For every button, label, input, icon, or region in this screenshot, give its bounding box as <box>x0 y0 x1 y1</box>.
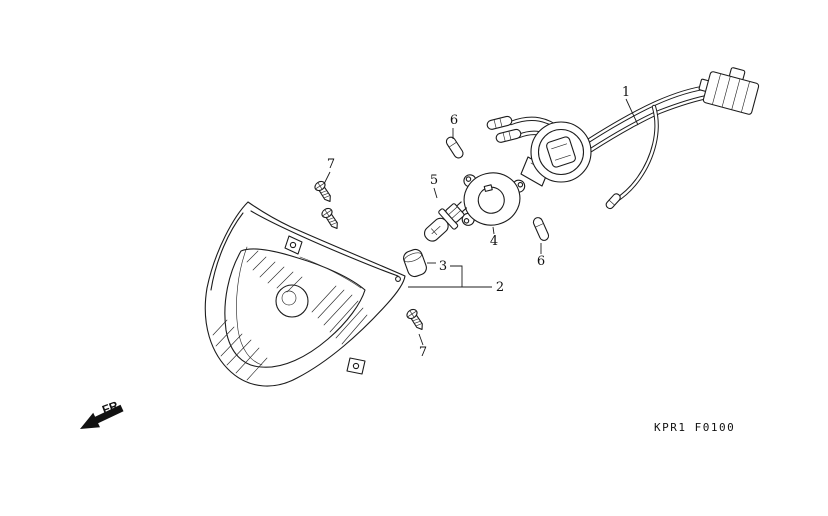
headlight-unit-drawing <box>204 201 406 387</box>
bullet-terminal-icon <box>495 128 522 143</box>
socket-cap-drawing <box>403 248 427 278</box>
callout-mounting-plate: 4 <box>490 234 498 249</box>
callout-screw-b: 7 <box>419 345 427 360</box>
bullet-terminal-icon <box>486 115 513 130</box>
callout-harness: 1 <box>622 85 630 100</box>
callout-socket-cap: 3 <box>439 259 447 274</box>
screw-icon <box>404 307 428 333</box>
position-bulb-icon <box>445 136 464 159</box>
position-bulb-icon <box>532 217 550 241</box>
headlight-bulb-drawing <box>423 201 468 242</box>
screw-icon <box>319 206 343 232</box>
lens-hatching <box>212 250 368 381</box>
callout-wedge-bulb-a: 6 <box>450 113 458 128</box>
figure-code: KPR1 F0100 <box>654 421 735 434</box>
callout-wedge-bulb-b: 6 <box>537 254 545 269</box>
harness-connector-icon <box>698 67 760 115</box>
bulb-socket-drawing <box>520 121 592 187</box>
front-label: FR. <box>100 397 123 417</box>
callout-headlight-unit: 2 <box>496 280 504 295</box>
leader-lines <box>323 98 639 346</box>
front-direction-arrow: FR. <box>80 397 124 429</box>
callout-headlight-bulb: 5 <box>430 173 438 188</box>
wire-harness-drawing <box>486 67 760 210</box>
mounting-plate-drawing <box>461 172 526 226</box>
bullet-terminal-icon <box>605 193 621 210</box>
callout-screw-a: 7 <box>327 157 335 172</box>
